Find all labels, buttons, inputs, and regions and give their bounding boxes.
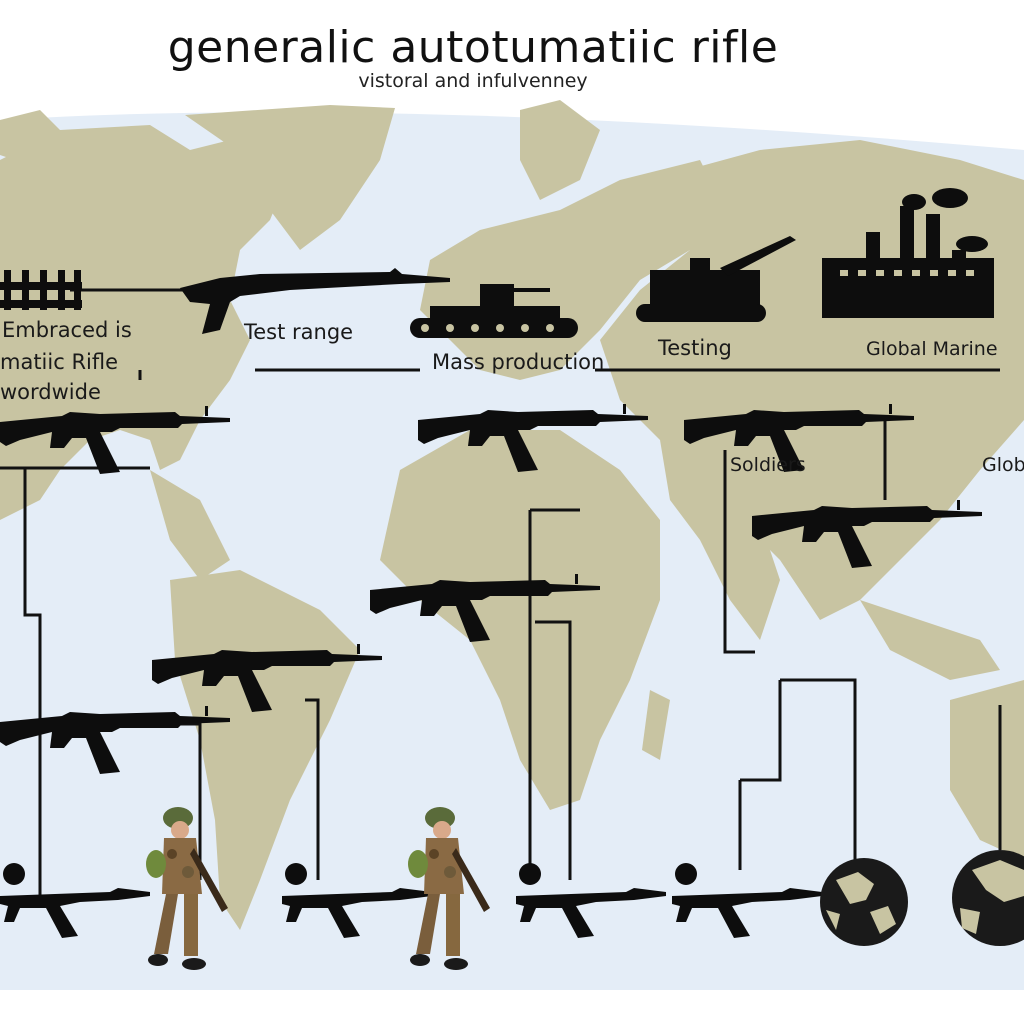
label-mass-production: Mass production [432, 350, 605, 374]
landmass-central-america [150, 470, 230, 580]
factory-icon [822, 188, 994, 318]
tank-wheels [421, 324, 554, 332]
crane-vehicle-icon [636, 236, 796, 322]
tank-icon [410, 284, 578, 338]
label-embraced: Embraced is [2, 318, 132, 342]
label-globl: Globl [982, 454, 1024, 476]
landmass-south-asia [660, 440, 780, 640]
landmass-africa [380, 430, 660, 810]
connector-lines [0, 288, 1002, 900]
landmass-australia [950, 680, 1024, 860]
landmass-scandinavia [520, 100, 600, 200]
page-title: generalic autotumatiic rifle [167, 22, 779, 73]
label-rifle: matiic Rifle [0, 350, 119, 374]
label-test-range: Test range [244, 320, 354, 344]
globe-icon [952, 850, 1024, 946]
page-subtitle: vistoral and infulvenney [358, 70, 588, 92]
landmass-greenland [185, 105, 395, 250]
landmass-madagascar [642, 690, 670, 760]
factory-windows [840, 270, 974, 276]
label-global-marine: Global Marine [866, 338, 998, 360]
label-worldwide: wordwide [0, 380, 101, 404]
barricade-icon [0, 270, 82, 310]
label-soldiers: Soldiers [730, 454, 806, 476]
label-testing: Testing [658, 336, 732, 360]
landmass-arctic-islands [0, 110, 70, 165]
globe-icon [820, 858, 908, 946]
landmass-indonesia [860, 600, 1000, 680]
